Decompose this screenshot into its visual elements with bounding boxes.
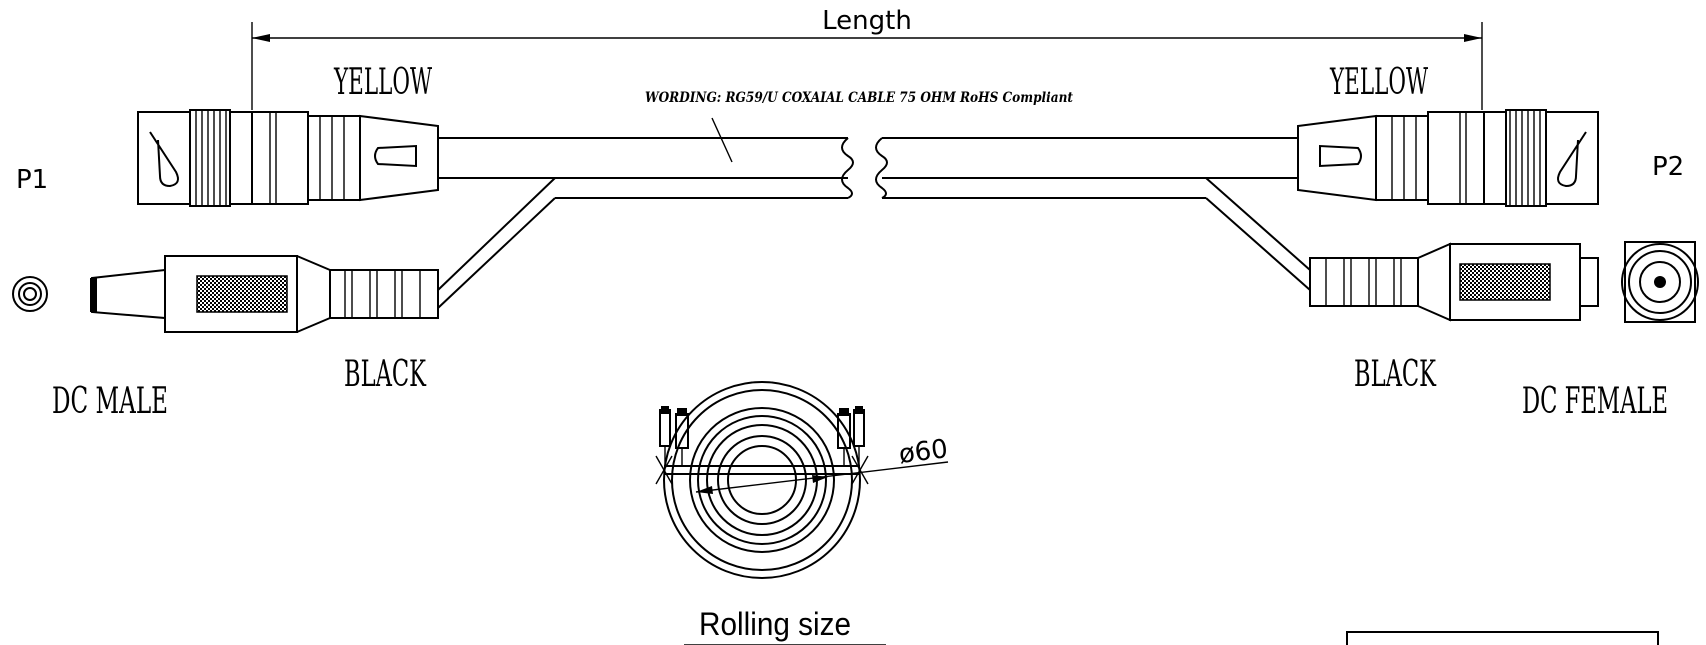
length-dimension: Length: [251, 6, 1483, 110]
dc-right-color-label: BLACK: [1354, 354, 1437, 395]
bnc-connector-left: [137, 109, 439, 207]
rolling-size-label: Rolling size: [699, 606, 851, 642]
diameter-label: ø60: [897, 434, 949, 470]
dc-female-label: DC FEMALE: [1522, 381, 1668, 422]
p1-label: P1: [16, 165, 48, 195]
p2-label: P2: [1652, 152, 1684, 182]
dc-male-connector: [12, 255, 439, 333]
cable-wording: WORDING: RG59/U COXAIAL CABLE 75 OHM RoH…: [645, 90, 1073, 106]
cable-coil-drawing: [655, 381, 949, 579]
length-label: Length: [822, 6, 912, 36]
dc-female-connector: [1309, 241, 1699, 323]
dc-left-color-label: BLACK: [344, 354, 427, 395]
bnc-left-color-label: YELLOW: [333, 62, 432, 103]
dc-male-label: DC MALE: [52, 381, 168, 422]
title-block: [1346, 631, 1659, 645]
bnc-connector-right: [1297, 109, 1599, 207]
bnc-right-color-label: YELLOW: [1329, 62, 1428, 103]
siamese-cable: [437, 117, 1311, 309]
